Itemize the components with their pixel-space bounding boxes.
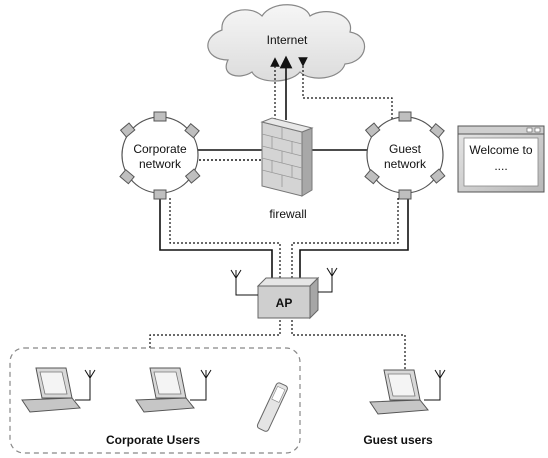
node-icon: [429, 123, 445, 139]
welcome-text-1: Welcome to: [469, 143, 532, 157]
node-icon: [398, 189, 412, 200]
node-icon: [364, 122, 381, 138]
node-icon: [398, 111, 412, 122]
laptop-icon: [21, 367, 81, 413]
internet-cloud: Internet: [207, 4, 366, 82]
laptop-icon: [135, 367, 195, 413]
corporate-users-group: [9, 347, 301, 454]
antenna-icon: [424, 369, 446, 401]
welcome-text-2: ....: [494, 159, 507, 173]
internet-label: Internet: [267, 33, 308, 47]
guest-network: Guest network: [364, 111, 446, 200]
antenna-icon: [318, 267, 338, 293]
node-icon: [119, 122, 136, 138]
node-icon: [184, 168, 201, 184]
guest-network-label-2: network: [384, 157, 427, 171]
guest-network-label-1: Guest: [389, 142, 422, 156]
browser-window-icon: Welcome to ....: [457, 125, 545, 193]
node-icon: [184, 123, 200, 139]
connections: [149, 55, 409, 370]
antenna-icon: [190, 369, 212, 401]
antenna-icon: [230, 269, 258, 296]
guest-users-label: Guest users: [363, 433, 433, 447]
node-icon: [429, 168, 446, 184]
corporate-network-label-2: network: [139, 157, 182, 171]
access-point-icon: AP: [256, 276, 320, 320]
firewall-icon: [260, 117, 314, 197]
corporate-network: Corporate network: [119, 111, 201, 200]
node-icon: [364, 169, 380, 185]
ap-label: AP: [276, 296, 293, 310]
node-icon: [153, 111, 167, 122]
node-icon: [153, 189, 167, 200]
antenna-icon: [75, 369, 96, 401]
node-icon: [119, 169, 135, 185]
firewall-label: firewall: [269, 207, 306, 221]
corporate-users-label: Corporate Users: [106, 433, 200, 447]
pda-icon: [256, 382, 288, 432]
laptop-icon: [369, 369, 429, 415]
corporate-network-label-1: Corporate: [133, 142, 187, 156]
